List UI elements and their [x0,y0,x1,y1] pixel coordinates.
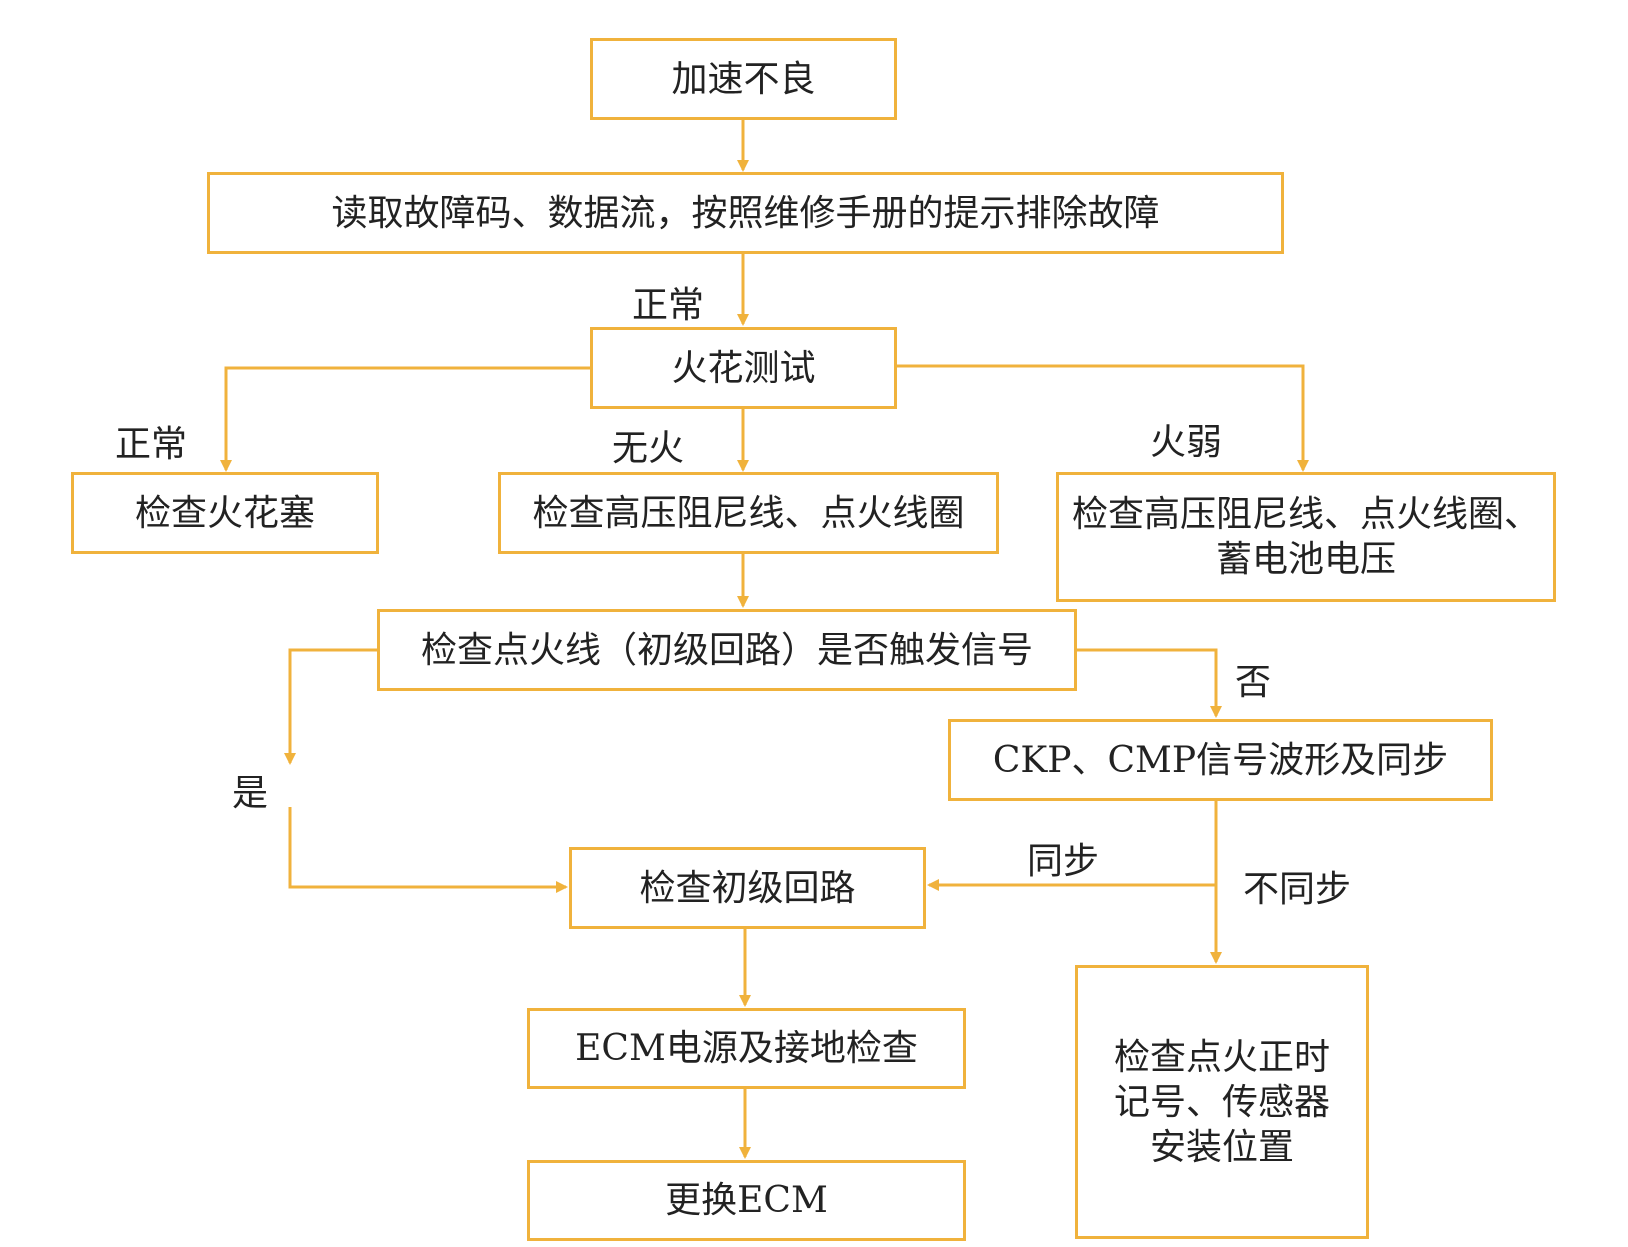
node-ckp-cmp: CKP、CMP信号波形及同步 [948,719,1493,801]
node-check-timing-label: 检查点火正时 记号、传感器 安装位置 [1113,1036,1330,1168]
node-check-primary: 检查初级回路 [569,847,926,929]
node-ckp-cmp-label: CKP、CMP信号波形及同步 [992,739,1449,781]
node-check-plug: 检查火花塞 [71,472,379,554]
edge-yes-to-primary [288,807,568,893]
node-start: 加速不良 [590,38,897,120]
node-read-codes: 读取故障码、数据流，按照维修手册的提示排除故障 [207,172,1284,254]
label-weak-spark: 火弱 [1150,422,1223,463]
node-ecm-power: ECM电源及接地检查 [527,1008,966,1089]
label-yes: 是 [232,773,269,814]
node-read-codes-label: 读取故障码、数据流，按照维修手册的提示排除故障 [331,192,1160,234]
node-ecm-power-label: ECM电源及接地检查 [575,1028,918,1069]
node-check-trigger-label: 检查点火线（初级回路）是否触发信号 [420,629,1033,671]
node-check-hv-battery-label: 检查高压阻尼线、点火线圈、 蓄电池电压 [1071,494,1540,580]
node-check-hv: 检查高压阻尼线、点火线圈 [498,472,999,554]
node-start-label: 加速不良 [671,58,816,100]
label-normal-2: 正常 [115,424,188,465]
label-not-sync: 不同步 [1243,869,1352,910]
label-sync: 同步 [1027,841,1100,882]
edge-trigger-to-ckp [1077,648,1222,718]
label-no-spark: 无火 [612,428,685,469]
node-check-hv-battery: 检查高压阻尼线、点火线圈、 蓄电池电压 [1056,472,1556,602]
node-check-trigger: 检查点火线（初级回路）是否触发信号 [377,609,1077,691]
edge-spark-to-plug [220,366,590,472]
node-replace-ecm: 更换ECM [527,1160,966,1241]
node-spark-test: 火花测试 [590,327,897,409]
node-spark-test-label: 火花测试 [671,347,816,389]
label-normal-1: 正常 [632,285,705,326]
node-check-primary-label: 检查初级回路 [639,867,856,909]
edge-trigger-yes-down [284,648,377,765]
node-check-hv-label: 检查高压阻尼线、点火线圈 [532,492,965,534]
node-check-timing: 检查点火正时 记号、传感器 安装位置 [1075,965,1369,1239]
edge-spark-to-hv-battery [897,364,1309,472]
label-no: 否 [1235,662,1272,703]
node-check-plug-label: 检查火花塞 [134,492,315,534]
node-replace-ecm-label: 更换ECM [665,1180,828,1221]
